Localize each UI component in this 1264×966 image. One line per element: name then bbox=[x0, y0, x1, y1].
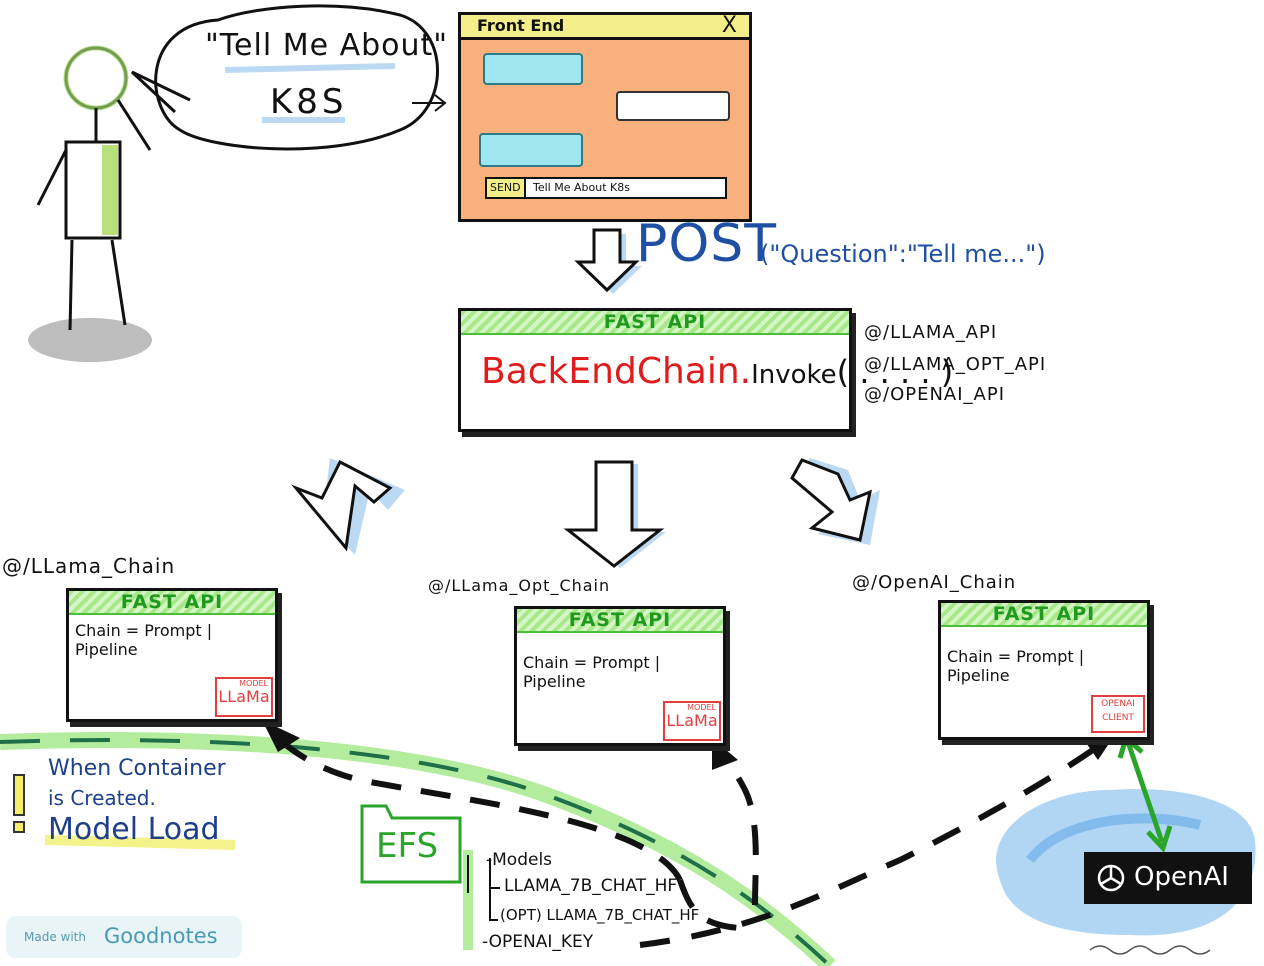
chain-box-llama-opt: FAST API Chain = Prompt | Pipeline MODEL… bbox=[514, 606, 726, 746]
model-badge-main: LLaMa bbox=[666, 711, 718, 730]
route-llama-api: @/LLAMA_API bbox=[864, 322, 998, 343]
folder-icon bbox=[360, 804, 462, 884]
post-payload: ("Question":"Tell me...") bbox=[760, 240, 1046, 268]
speech-text-line2: K8S bbox=[270, 82, 348, 122]
route-llama-opt-api: @/LLAMA_OPT_API bbox=[864, 354, 1047, 375]
right-arrow-icon bbox=[790, 458, 880, 545]
model-badge-top: MODEL bbox=[239, 679, 268, 688]
goodnotes-watermark: Made with Goodnotes bbox=[6, 916, 242, 958]
watermark-prefix: Made with bbox=[24, 930, 86, 944]
invoke-args: ( . . . . ) bbox=[836, 353, 954, 391]
chain-header-llama-opt: FAST API bbox=[517, 609, 723, 633]
watermark-brand: Goodnotes bbox=[104, 924, 218, 948]
note-line2: is Created. bbox=[48, 786, 156, 810]
chat-input-value[interactable]: Tell Me About K8s bbox=[533, 181, 630, 194]
chain-route-llama-opt: @/LLama_Opt_Chain bbox=[428, 576, 611, 595]
down-arrow-icon bbox=[574, 228, 642, 294]
load-arrow-openai-key bbox=[639, 742, 1102, 948]
model-badge-llama-opt: MODEL LLaMa bbox=[663, 701, 721, 741]
route-openai-api: @/OPENAI_API bbox=[864, 384, 1006, 405]
main-fastapi-box: FAST API BackEndChain.Invoke( . . . . ) bbox=[458, 308, 953, 432]
person-shadow bbox=[28, 318, 152, 362]
speech-text-line1: "Tell Me About" bbox=[205, 28, 449, 63]
efs-item-llama-opt: (OPT) LLAMA_7B_CHAT_HF bbox=[500, 906, 700, 924]
chain-box-llama: FAST API Chain = Prompt | Pipeline MODEL… bbox=[66, 588, 278, 722]
openai-logo-text: OpenAI bbox=[1134, 862, 1229, 892]
model-badge-llama: MODEL LLaMa bbox=[215, 677, 273, 717]
openai-logo: OpenAI bbox=[1084, 852, 1252, 904]
send-button[interactable]: SEND bbox=[487, 179, 526, 197]
frontend-title: Front End bbox=[477, 16, 565, 35]
invoke-chain-name: BackEndChain. bbox=[481, 351, 752, 392]
chat-input-bar: SEND Tell Me About K8s bbox=[485, 177, 727, 199]
chain-text-openai: Chain = Prompt | Pipeline bbox=[947, 647, 1085, 685]
efs-item-llama: LLAMA_7B_CHAT_HF bbox=[504, 876, 678, 896]
model-badge-top: MODEL bbox=[687, 703, 716, 712]
invoke-method: Invoke bbox=[751, 360, 837, 390]
model-badge-main: LLaMa bbox=[218, 687, 270, 706]
center-arrow-icon bbox=[563, 460, 666, 568]
note-line1: When Container bbox=[48, 756, 226, 781]
note-line3: Model Load bbox=[48, 812, 220, 847]
left-arrow-icon bbox=[291, 458, 405, 555]
chain-box-openai: FAST API Chain = Prompt | Pipeline OPENA… bbox=[938, 600, 1150, 740]
openai-badge-main: CLIENT bbox=[1102, 713, 1134, 723]
person-icon bbox=[36, 45, 152, 331]
openai-logo-icon bbox=[1097, 864, 1125, 892]
efs-item-openai-key: -OPENAI_KEY bbox=[482, 932, 594, 952]
chain-text-llama-opt: Chain = Prompt | Pipeline bbox=[523, 653, 661, 691]
chat-bubble-2 bbox=[616, 91, 730, 121]
load-arrow-llama bbox=[267, 727, 683, 882]
chain-header-llama: FAST API bbox=[69, 591, 275, 615]
speech-bubble bbox=[130, 4, 439, 151]
efs-label: EFS bbox=[376, 826, 439, 866]
chain-route-llama: @/LLama_Chain bbox=[2, 554, 176, 578]
chain-text-llama: Chain = Prompt | Pipeline bbox=[75, 621, 213, 659]
note-marker bbox=[13, 774, 25, 816]
frontend-title-bar: Front End X bbox=[461, 13, 749, 40]
close-icon[interactable]: X bbox=[721, 13, 737, 38]
openai-client-badge: OPENAI CLIENT bbox=[1091, 695, 1145, 733]
main-fastapi-header: FAST API bbox=[461, 311, 849, 335]
chat-bubble-1 bbox=[483, 53, 583, 85]
chain-header-openai: FAST API bbox=[941, 603, 1147, 627]
post-method: POST bbox=[636, 214, 778, 274]
frontend-window: Front End X SEND Tell Me About K8s bbox=[458, 12, 752, 222]
chat-bubble-3 bbox=[479, 133, 583, 167]
openai-badge-top: OPENAI bbox=[1101, 699, 1135, 709]
chain-route-openai: @/OpenAI_Chain bbox=[852, 572, 1017, 593]
efs-item-models: -Models bbox=[486, 850, 553, 870]
